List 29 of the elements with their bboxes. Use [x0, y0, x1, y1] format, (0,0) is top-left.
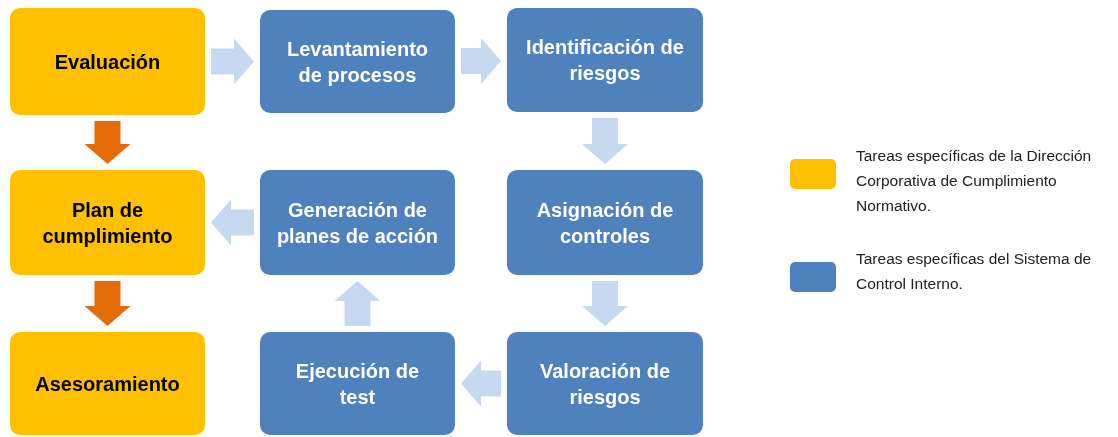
task-label: Valoración de riesgos [538, 358, 672, 410]
task-box [507, 170, 703, 275]
block-arrow [84, 281, 131, 326]
block-arrow [211, 199, 254, 246]
block-arrow [334, 281, 381, 326]
task-label: Asignación de controles [535, 197, 675, 249]
task-box [260, 10, 455, 113]
block-arrow [461, 360, 501, 407]
block-arrow [582, 281, 628, 326]
task-box [10, 170, 205, 275]
task-box [260, 332, 455, 435]
task-box [507, 8, 703, 112]
task-label: Plan de cumplimiento [41, 197, 174, 249]
block-arrow [211, 38, 254, 85]
task-box [507, 332, 703, 435]
block-arrow [582, 118, 628, 164]
block-arrow [84, 121, 131, 164]
legend-text: Tareas específicas de la Dirección Corporativa de Cumplimiento Normativo. [856, 146, 1093, 216]
block-arrow [461, 38, 501, 84]
legend-text: Tareas específicas del Sistema de Control Interno. [856, 249, 1093, 294]
task-label: Levantamiento de procesos [285, 36, 430, 88]
task-label: Generación de planes de acción [276, 197, 439, 249]
task-label: Identificación de riesgos [525, 35, 685, 86]
task-box [10, 8, 205, 115]
task-label: Asesoramiento [35, 371, 180, 397]
task-box [260, 170, 455, 275]
task-label: Evaluación [54, 49, 161, 75]
task-label: Ejecución de test [294, 358, 421, 410]
task-box [10, 332, 205, 435]
